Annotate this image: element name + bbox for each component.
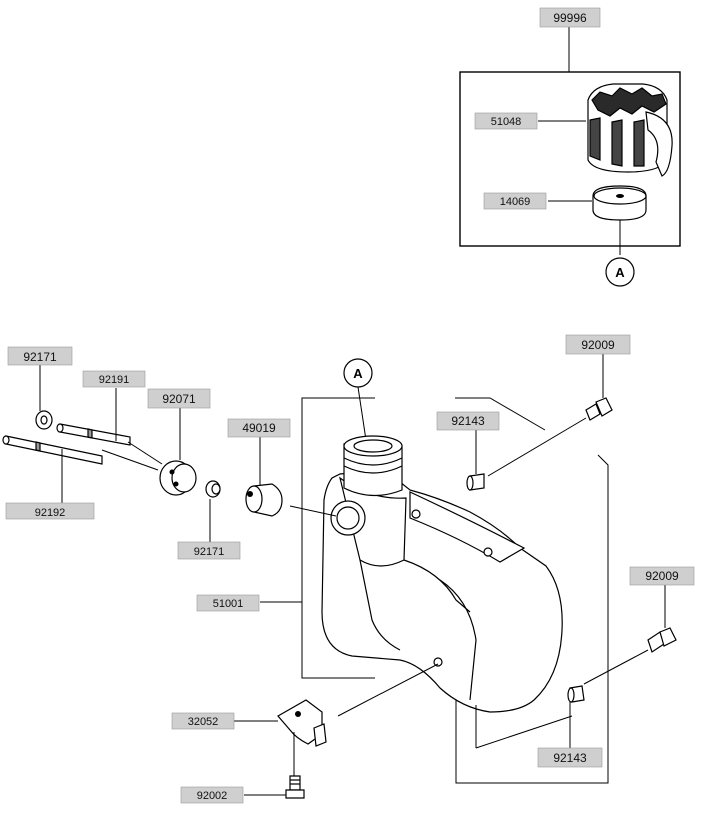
bolt-92009-right-part[interactable] bbox=[647, 627, 677, 653]
fuel-pipe-92191-part[interactable] bbox=[56, 423, 131, 446]
bracket-32052-part[interactable] bbox=[277, 699, 327, 747]
svg-text:92192: 92192 bbox=[35, 507, 66, 519]
svg-text:99996: 99996 bbox=[553, 11, 587, 25]
cap-gasket-part[interactable] bbox=[592, 185, 647, 255]
bolt-92009-top-part[interactable] bbox=[585, 397, 613, 421]
svg-text:92171: 92171 bbox=[23, 350, 57, 364]
fuel-pipe-92192-part[interactable] bbox=[2, 435, 103, 465]
svg-text:92143: 92143 bbox=[451, 414, 485, 428]
part-label-32052[interactable]: 32052 bbox=[171, 712, 235, 730]
fuel-cap-assembly: 99996 51048 14069 bbox=[459, 7, 681, 287]
part-label-92009-top[interactable]: 92009 bbox=[565, 334, 631, 355]
part-label-92002[interactable]: 92002 bbox=[180, 786, 244, 804]
svg-text:92009: 92009 bbox=[645, 569, 679, 583]
svg-text:51048: 51048 bbox=[491, 116, 522, 128]
svg-text:92009: 92009 bbox=[581, 338, 615, 352]
svg-text:51001: 51001 bbox=[213, 598, 244, 610]
callout-a-cap: A bbox=[605, 257, 635, 287]
screw-92002-part[interactable] bbox=[285, 775, 305, 799]
svg-text:32052: 32052 bbox=[188, 716, 219, 728]
tank-frame-lines bbox=[260, 397, 609, 784]
fuel-filter-49019-part[interactable] bbox=[245, 483, 283, 517]
part-label-92171-top[interactable]: 92171 bbox=[7, 346, 73, 366]
svg-text:92171: 92171 bbox=[194, 546, 225, 558]
part-label-14069[interactable]: 14069 bbox=[483, 192, 547, 210]
part-label-49019[interactable]: 49019 bbox=[227, 418, 291, 438]
part-label-51048[interactable]: 51048 bbox=[474, 112, 538, 130]
svg-text:92002: 92002 bbox=[197, 790, 228, 802]
part-label-92171-bottom[interactable]: 92171 bbox=[177, 541, 241, 560]
part-label-92143-bottom[interactable]: 92143 bbox=[537, 747, 603, 768]
collar-92143-top-part[interactable] bbox=[466, 473, 485, 491]
fuel-cap-part[interactable] bbox=[587, 83, 673, 177]
grommet-92171-top-part[interactable] bbox=[35, 410, 53, 430]
grommet-92071-part[interactable] bbox=[159, 460, 197, 496]
svg-text:A: A bbox=[353, 366, 363, 381]
svg-text:49019: 49019 bbox=[242, 421, 276, 435]
callout-a-tank: A bbox=[343, 358, 373, 441]
svg-text:14069: 14069 bbox=[500, 196, 531, 208]
grommet-92171-bottom-part[interactable] bbox=[205, 480, 221, 498]
fuel-tank-part[interactable] bbox=[321, 435, 563, 713]
svg-text:92071: 92071 bbox=[162, 392, 196, 406]
svg-text:92191: 92191 bbox=[99, 374, 130, 386]
part-label-92143-top[interactable]: 92143 bbox=[436, 411, 500, 431]
part-label-92191[interactable]: 92191 bbox=[82, 370, 146, 388]
part-label-92192[interactable]: 92192 bbox=[5, 502, 95, 520]
part-label-92009-right[interactable]: 92009 bbox=[629, 566, 695, 586]
part-label-51001[interactable]: 51001 bbox=[196, 594, 260, 612]
part-label-99996[interactable]: 99996 bbox=[539, 7, 601, 28]
svg-text:92143: 92143 bbox=[553, 751, 587, 765]
svg-text:A: A bbox=[615, 265, 625, 280]
part-label-92071[interactable]: 92071 bbox=[147, 388, 211, 409]
collar-92143-bottom-part[interactable] bbox=[567, 685, 585, 703]
